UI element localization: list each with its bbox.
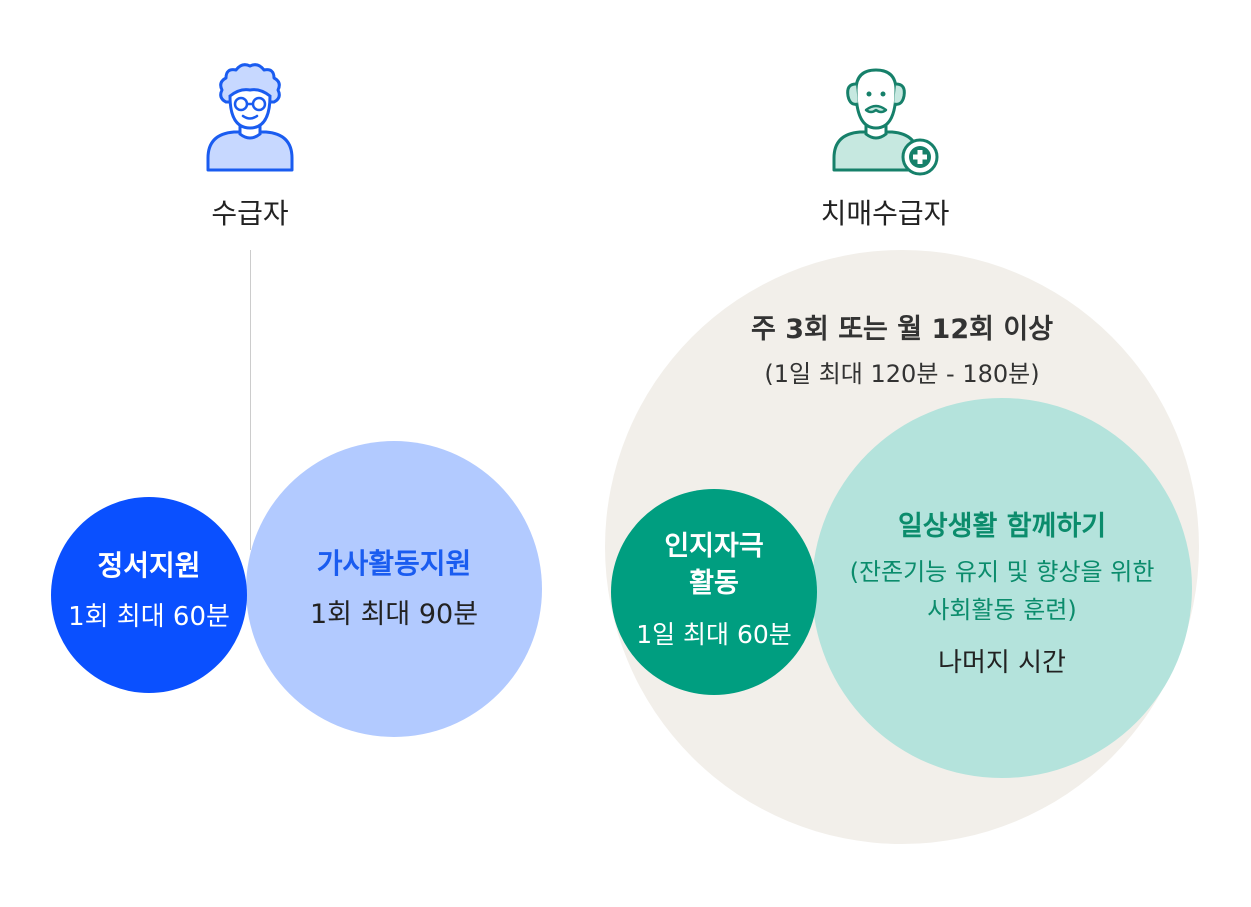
cognitive-detail: 1일 최대 60분 (636, 620, 792, 649)
housework-support-detail: 1회 최대 90분 (309, 599, 479, 630)
daily-time-line: (1일 최대 120분 - 180분) (764, 360, 1040, 388)
dementia-recipient-label: 치매수급자 (820, 197, 950, 230)
daily-life-circle: 일상생활 함께하기 (잔존기능 유지 및 향상을 위한 사회활동 훈련) 나머지… (812, 398, 1192, 778)
daily-life-desc-1: (잔존기능 유지 및 향상을 위한 (849, 558, 1155, 586)
emotional-support-circle: 정서지원 1회 최대 60분 (51, 497, 247, 693)
divider-line (250, 250, 251, 550)
cognitive-label-1: 인지자극 (664, 531, 764, 562)
daily-life-desc-2: 사회활동 훈련) (927, 596, 1077, 624)
housework-support-label: 가사활동지원 (316, 547, 472, 580)
emotional-support-label: 정서지원 (97, 549, 201, 582)
grandmother-icon (200, 62, 300, 174)
recipient-label: 수급자 (211, 197, 289, 230)
cognitive-stimulation-circle: 인지자극 활동 1일 최대 60분 (611, 489, 817, 695)
emotional-support-detail: 1회 최대 60분 (68, 602, 230, 632)
frequency-line: 주 3회 또는 월 12회 이상 (750, 314, 1054, 345)
cognitive-label-2: 활동 (689, 568, 739, 599)
daily-life-detail: 나머지 시간 (938, 648, 1066, 678)
daily-life-title: 일상생활 함께하기 (897, 511, 1107, 542)
grandfather-plus-icon (826, 62, 946, 180)
housework-support-circle: 가사활동지원 1회 최대 90분 (246, 441, 542, 737)
